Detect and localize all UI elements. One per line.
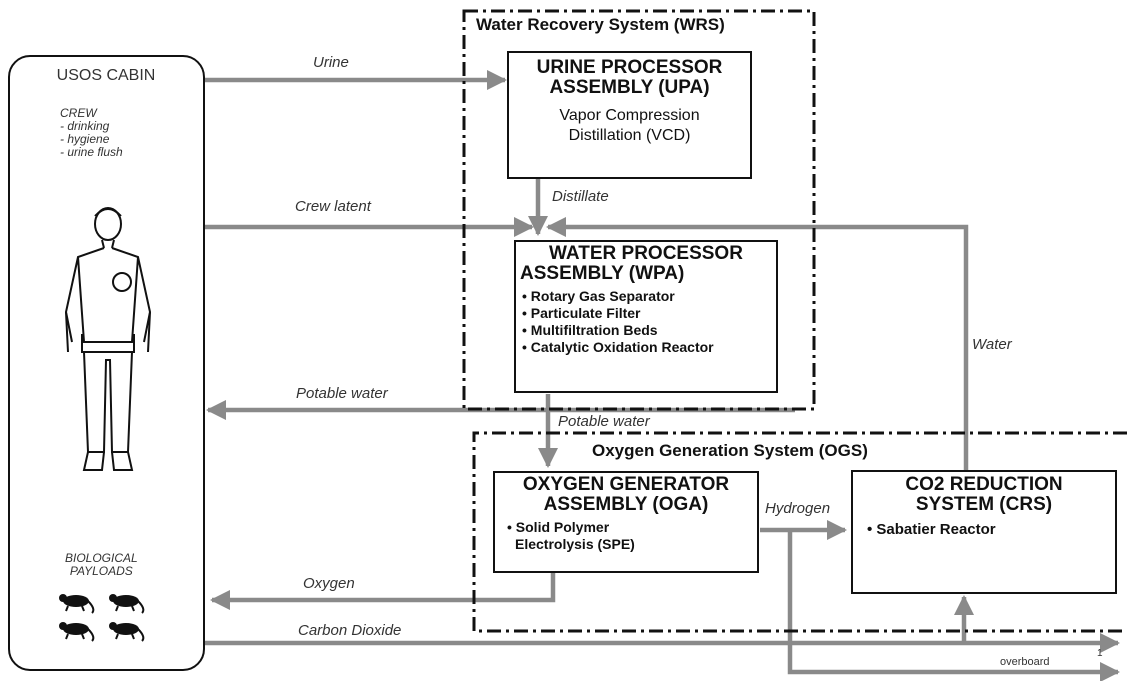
rodent-icon: [109, 594, 143, 613]
oga-component: • Solid Polymer Electrolysis (SPE): [507, 519, 757, 553]
crew-figure-icon: [48, 202, 168, 482]
cabin-title: USOS CABIN: [10, 67, 202, 85]
crs-box: CO2 REDUCTION SYSTEM (CRS) • Sabatier Re…: [851, 470, 1117, 594]
potable-water-oga-label: Potable water: [558, 413, 650, 430]
oga-box: OXYGEN GENERATOR ASSEMBLY (OGA) • Solid …: [493, 471, 759, 573]
wpa-title: WATER PROCESSOR ASSEMBLY (WPA): [516, 244, 776, 284]
oxygen-label: Oxygen: [303, 575, 355, 592]
distillate-label: Distillate: [552, 188, 609, 205]
water-label: Water: [972, 336, 1012, 353]
hydrogen-label: Hydrogen: [765, 500, 830, 517]
wpa-item: • Particulate Filter: [522, 305, 776, 322]
crs-title: CO2 REDUCTION SYSTEM (CRS): [853, 475, 1115, 515]
wrs-title: Water Recovery System (WRS): [473, 15, 728, 35]
wpa-item: • Catalytic Oxidation Reactor: [522, 339, 776, 356]
crew-block: CREW - drinking - hygiene - urine flush: [60, 107, 123, 159]
ogs-title: Oxygen Generation System (OGS): [592, 441, 868, 461]
crs-component: • Sabatier Reactor: [867, 521, 1115, 538]
rodent-icons: [54, 587, 154, 647]
upa-description: Vapor Compression Distillation (VCD): [509, 106, 750, 146]
upa-title: URINE PROCESSOR ASSEMBLY (UPA): [509, 58, 750, 98]
crew-latent-label: Crew latent: [295, 198, 371, 215]
wpa-box: WATER PROCESSOR ASSEMBLY (WPA) • Rotary …: [514, 240, 778, 393]
wpa-item: • Rotary Gas Separator: [522, 288, 776, 305]
footnote-marker: 1: [1097, 648, 1103, 659]
carbon-dioxide-label: Carbon Dioxide: [298, 622, 401, 639]
upa-box: URINE PROCESSOR ASSEMBLY (UPA) Vapor Com…: [507, 51, 752, 179]
wpa-item: • Multifiltration Beds: [522, 322, 776, 339]
urine-label: Urine: [313, 54, 349, 71]
rodent-icon: [59, 594, 93, 613]
overboard-label: overboard: [1000, 656, 1050, 668]
wpa-components: • Rotary Gas Separator • Particulate Fil…: [522, 288, 776, 356]
oxygen-arrow: [212, 572, 553, 600]
bio-payloads-label: BIOLOGICAL PAYLOADS: [65, 552, 138, 578]
oga-title: OXYGEN GENERATOR ASSEMBLY (OGA): [495, 475, 757, 515]
potable-water-cabin-label: Potable water: [296, 385, 388, 402]
rodent-icon: [109, 622, 143, 641]
usos-cabin: USOS CABIN CREW - drinking - hygiene - u…: [8, 55, 205, 671]
rodent-icon: [59, 622, 93, 641]
crew-item: - urine flush: [60, 146, 123, 159]
